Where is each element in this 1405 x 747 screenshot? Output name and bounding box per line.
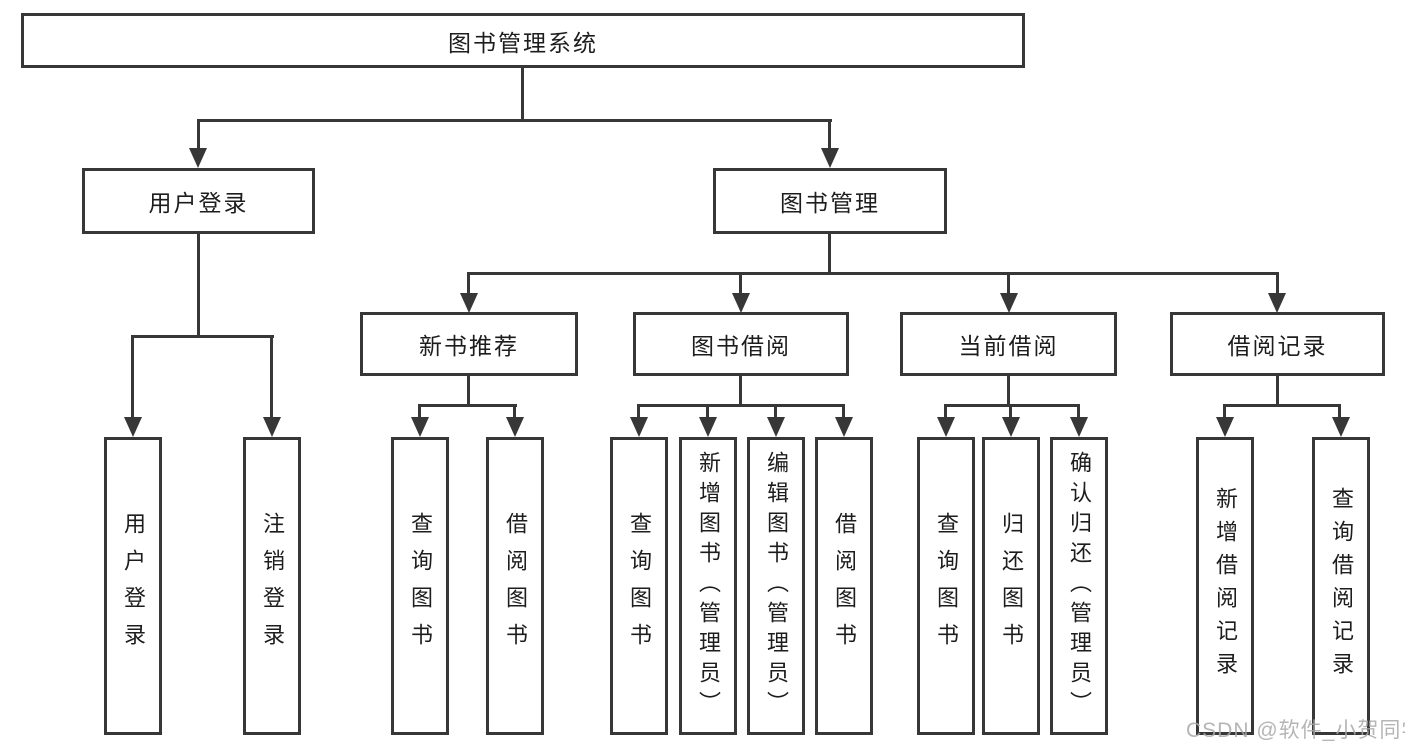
connector-drop-g5-1 [1223,404,1226,420]
arrowhead-new-book [460,293,478,313]
connector-branch-new-book [418,404,517,407]
leaf-query-books-borrowing-label: 查询图书 [627,512,652,660]
arrowhead-borrow-records [1268,293,1286,313]
arrowhead-g3-2 [699,417,717,437]
leaf-add-books-admin: 新增图书（管理员） [679,437,737,735]
leaf-logout-label: 注销登录 [260,512,285,660]
connector-drop-g4-2 [1009,404,1012,420]
leaf-query-books-current-label: 查询图书 [934,512,959,660]
node-new-book-recommend-label: 新书推荐 [419,333,519,359]
node-book-management: 图书管理 [713,168,947,234]
arrowhead-g5-1 [1216,417,1234,437]
leaf-borrow-books-label: 借阅图书 [832,512,857,660]
leaf-borrow-books-recommend-label: 借阅图书 [503,512,528,660]
node-current-borrowing: 当前借阅 [900,312,1117,376]
connector-drop-current-borrowing [1007,272,1010,295]
connector-drop-book-management [828,119,831,151]
arrowhead-book-borrowing [732,293,750,313]
leaf-return-books: 归还图书 [982,437,1040,735]
node-book-borrowing-label: 图书借阅 [691,333,791,359]
leaf-confirm-return-admin-label: 确认归还（管理员） [1067,451,1092,721]
node-root-label: 图书管理系统 [448,29,598,56]
arrowhead-leaf-logout [263,417,281,437]
connector-drop-new-book [467,272,470,295]
leaf-query-borrow-record: 查询借阅记录 [1312,437,1370,735]
connector-user-login-stub [197,234,200,337]
arrowhead-g3-1 [630,417,648,437]
node-user-login-label: 用户登录 [148,190,249,216]
connector-book-management-stub [828,234,831,275]
leaf-edit-books-admin-label: 编辑图书（管理员） [764,451,789,721]
arrowhead-g2-1 [411,417,429,437]
connector-drop-leaf-user-login [131,335,134,419]
leaf-query-books-recommend-label: 查询图书 [408,512,433,660]
connector-drop-g3-1 [637,404,640,420]
connector-drop-g2-1 [418,404,421,420]
connector-drop-g3-3 [774,404,777,420]
connector-drop-user-login [197,119,200,151]
arrowhead-g4-2 [1002,417,1020,437]
arrowhead-g4-1 [937,417,955,437]
connector-branch-current-borrowing [944,404,1080,407]
leaf-confirm-return-admin: 确认归还（管理员） [1050,437,1108,735]
connector-branch-borrow-records [1223,404,1341,407]
connector-branch-level2 [197,119,832,122]
leaf-query-books-current: 查询图书 [917,437,975,735]
node-borrow-records: 借阅记录 [1170,312,1385,376]
connector-book-borrowing-stub [739,376,742,407]
arrowhead-book-management [821,148,839,168]
connector-drop-g4-1 [944,404,947,420]
leaf-query-borrow-record-label: 查询借阅记录 [1329,487,1354,685]
node-borrow-records-label: 借阅记录 [1227,333,1328,359]
connector-drop-g2-2 [513,404,516,420]
node-new-book-recommend: 新书推荐 [360,312,578,376]
node-book-borrowing: 图书借阅 [633,312,849,376]
connector-drop-borrow-records [1276,272,1279,295]
node-root-library-system: 图书管理系统 [21,13,1025,68]
arrowhead-g5-2 [1332,417,1350,437]
connector-branch-level3 [467,272,1279,275]
connector-drop-g5-2 [1338,404,1341,420]
arrowhead-g4-3 [1070,417,1088,437]
node-book-management-label: 图书管理 [780,190,880,216]
arrowhead-g2-2 [506,417,524,437]
leaf-edit-books-admin: 编辑图书（管理员） [747,437,805,735]
leaf-query-books-borrowing: 查询图书 [610,437,668,735]
leaf-add-books-admin-label: 新增图书（管理员） [696,451,721,721]
arrowhead-current-borrowing [1000,293,1018,313]
arrowhead-leaf-user-login [124,417,142,437]
connector-drop-g3-4 [842,404,845,420]
connector-drop-g3-2 [706,404,709,420]
connector-current-borrowing-stub [1007,376,1010,407]
connector-branch-user-login [131,335,274,338]
connector-drop-leaf-logout [270,335,273,419]
connector-new-book-stub [467,376,470,407]
leaf-logout: 注销登录 [243,437,301,735]
leaf-add-borrow-record: 新增借阅记录 [1196,437,1254,735]
leaf-borrow-books: 借阅图书 [815,437,873,735]
leaf-query-books-recommend: 查询图书 [391,437,449,735]
node-user-login: 用户登录 [82,168,315,234]
connector-borrow-records-stub [1276,376,1279,407]
leaf-user-login: 用户登录 [104,437,162,735]
connector-root-stub [521,68,524,122]
leaf-return-books-label: 归还图书 [999,512,1024,660]
node-current-borrowing-label: 当前借阅 [958,333,1059,359]
arrowhead-g3-3 [767,417,785,437]
leaf-user-login-label: 用户登录 [121,512,146,660]
arrowhead-g3-4 [835,417,853,437]
connector-drop-g4-3 [1077,404,1080,420]
watermark-text: CSDN @软件_小贺同学 [1186,719,1405,742]
leaf-borrow-books-recommend: 借阅图书 [486,437,544,735]
connector-branch-book-borrowing [637,404,845,407]
connector-drop-book-borrowing [739,272,742,295]
leaf-add-borrow-record-label: 新增借阅记录 [1213,487,1238,685]
arrowhead-user-login [189,148,207,168]
